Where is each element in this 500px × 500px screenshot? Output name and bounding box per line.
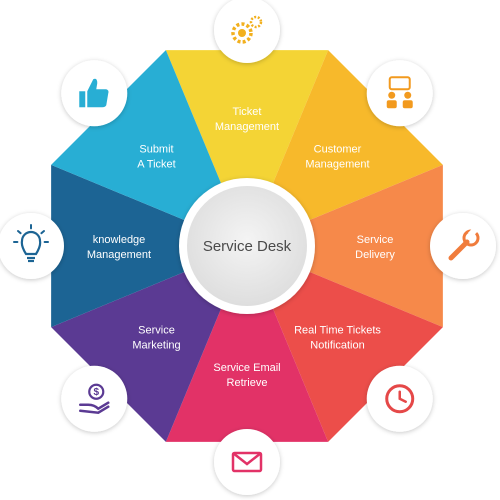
segment-ticket-management-label-line: Ticket xyxy=(233,106,262,118)
svg-text:$: $ xyxy=(93,387,99,398)
segment-service-email-retrieve-label-line: Retrieve xyxy=(227,377,268,389)
lightbulb-icon xyxy=(0,213,64,279)
envelope-icon-badge xyxy=(214,429,280,495)
segment-service-marketing-label-line: Marketing xyxy=(132,340,180,352)
segment-knowledge-management-shape xyxy=(51,164,187,328)
lightbulb-icon-badge xyxy=(0,213,64,279)
segment-service-delivery-shape xyxy=(307,164,443,328)
segment-submit-a-ticket-label: Submit A Ticket xyxy=(137,143,176,170)
gears-icon-badge xyxy=(214,0,280,63)
segment-submit-a-ticket-shape xyxy=(51,50,222,221)
segment-customer-management-label-line: Management xyxy=(305,158,369,170)
segment-submit-a-ticket-label-line: A Ticket xyxy=(137,158,176,170)
money-hand-icon: $ xyxy=(61,365,128,432)
wrench-icon xyxy=(430,213,496,279)
team-presentation-icon xyxy=(366,60,433,127)
segment-customer-management-label-line: Customer xyxy=(314,143,362,155)
segment-knowledge-management-label-line: Management xyxy=(87,249,151,261)
segment-service-email-retrieve-shape xyxy=(165,306,329,442)
center-hub-disc xyxy=(187,186,307,306)
center-hub: Service Desk xyxy=(179,178,315,314)
segment-customer-management-shape xyxy=(272,50,443,221)
envelope-icon xyxy=(214,429,280,495)
gears-icon xyxy=(214,0,280,63)
segment-ticket-management-label-line: Management xyxy=(215,121,279,133)
segment-service-delivery-label-line: Service xyxy=(357,234,394,246)
segment-service-marketing-shape xyxy=(51,271,222,442)
center-label: Service Desk xyxy=(203,238,292,255)
segment-real-time-tickets-notification-label-line: Real Time Tickets xyxy=(294,325,381,337)
segment-service-marketing-label-line: Service xyxy=(138,325,175,337)
segment-submit-a-ticket-label-line: Submit xyxy=(139,143,173,155)
segment-real-time-tickets-notification-shape xyxy=(272,271,443,442)
segment-submit-a-ticket: Submit A Ticket xyxy=(51,50,222,221)
segment-service-delivery-label-line: Delivery xyxy=(355,249,395,261)
segment-ticket-management-shape xyxy=(165,50,329,186)
clock-icon xyxy=(366,365,433,432)
thumbs-up-icon xyxy=(61,60,128,127)
segment-knowledge-management-label-line: knowledge xyxy=(93,234,146,246)
segment-service-email-retrieve-label-line: Service Email xyxy=(213,362,280,374)
segment-real-time-tickets-notification-label-line: Notification xyxy=(310,340,364,352)
team-presentation-icon-badge xyxy=(366,60,433,127)
